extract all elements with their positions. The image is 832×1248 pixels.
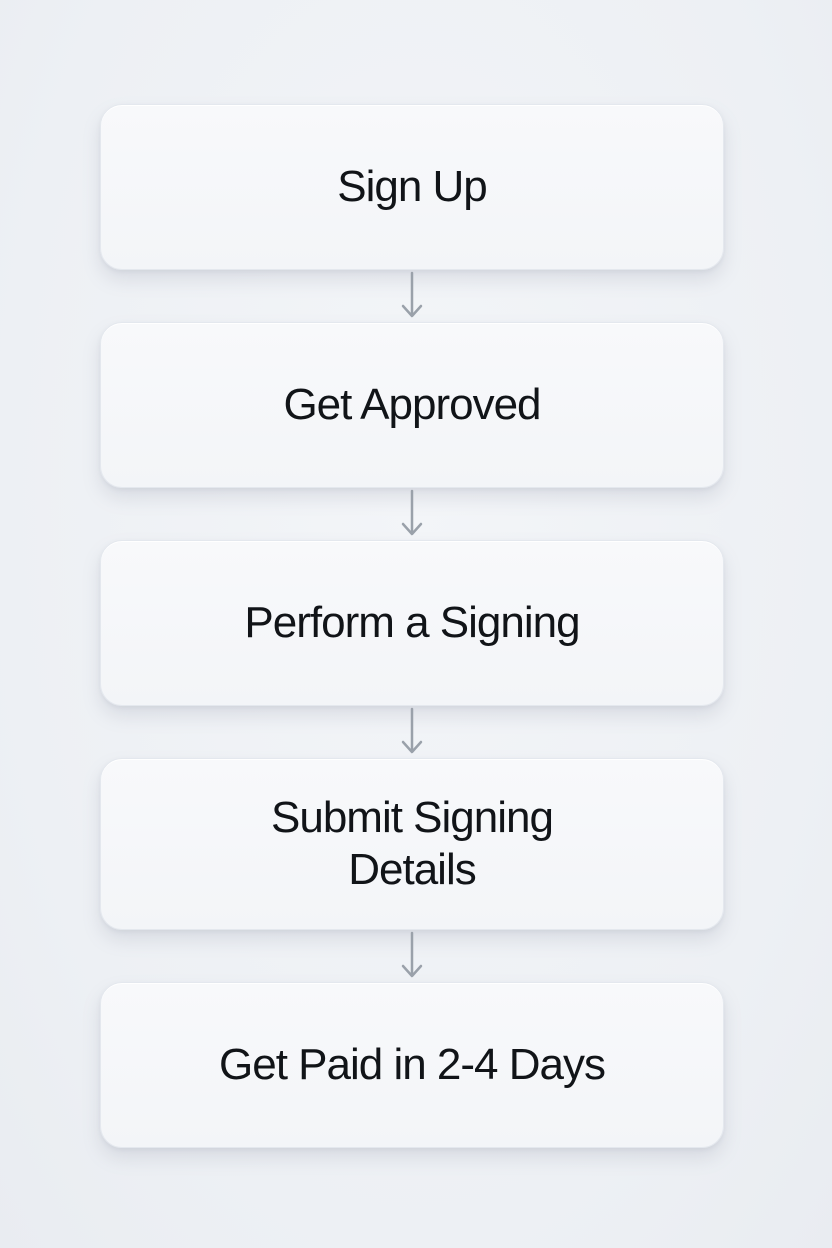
step-label: Sign Up — [337, 162, 488, 211]
step-get-paid: Get Paid in 2-4 Days — [100, 982, 724, 1148]
step-label: Get Approved — [283, 380, 541, 429]
arrow-down-icon — [401, 271, 423, 318]
step-label: Submit Signing Details — [271, 793, 554, 894]
connector-arrow — [100, 930, 724, 982]
connector-arrow — [100, 706, 724, 758]
step-label: Perform a Signing — [244, 598, 580, 647]
connector-arrow — [100, 488, 724, 540]
step-submit-signing-details: Submit Signing Details — [100, 758, 724, 930]
step-sign-up: Sign Up — [100, 104, 724, 270]
arrow-down-icon — [401, 489, 423, 536]
step-label: Get Paid in 2-4 Days — [219, 1040, 606, 1089]
step-get-approved: Get Approved — [100, 322, 724, 488]
connector-arrow — [100, 270, 724, 322]
arrow-down-icon — [401, 707, 423, 754]
arrow-down-icon — [401, 931, 423, 978]
process-flowchart: Sign Up Get Approved Perform a Signing — [100, 104, 724, 1148]
step-perform-signing: Perform a Signing — [100, 540, 724, 706]
